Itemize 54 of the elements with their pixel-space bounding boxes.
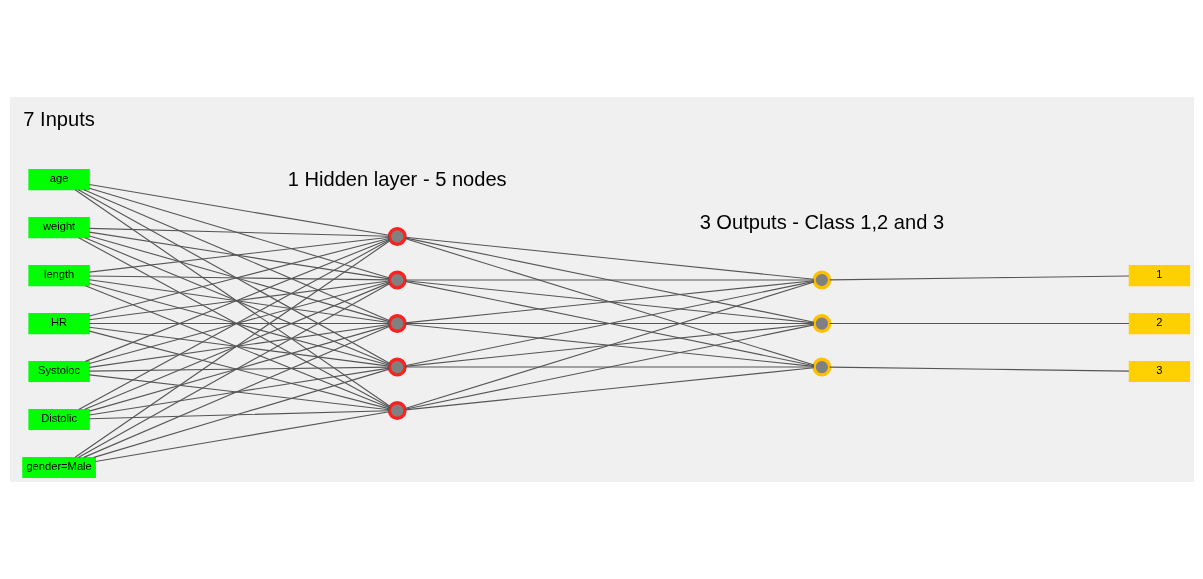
connector [77, 189, 390, 365]
connector [404, 323, 814, 325]
node-circle [387, 401, 407, 421]
connector [77, 282, 390, 458]
connector [828, 275, 1129, 281]
connector [74, 189, 391, 408]
connector [88, 410, 390, 420]
node-box: 3 [1128, 360, 1190, 383]
connector [828, 323, 1129, 325]
connector [403, 238, 815, 366]
node-circle [387, 357, 407, 377]
node-box: age [27, 169, 90, 191]
node-box: 1 [1128, 264, 1190, 287]
node-circle [811, 270, 831, 290]
node-box: weight [27, 216, 90, 239]
connector [88, 231, 390, 280]
node-box: 2 [1128, 312, 1190, 335]
connector [88, 367, 390, 416]
connector [94, 411, 390, 463]
connector [403, 324, 815, 410]
connector [88, 323, 390, 325]
connector [92, 368, 390, 458]
connector [828, 366, 1129, 372]
label: 3 Outputs - Class 1,2 and 3 [699, 211, 944, 234]
node-circle [387, 227, 407, 246]
node-circle [387, 270, 407, 290]
node-circle [387, 314, 407, 334]
connector [82, 189, 390, 322]
connector [74, 239, 391, 458]
connector [404, 366, 814, 368]
node-box: gender=Male [21, 456, 96, 479]
connector [403, 281, 815, 410]
connector [82, 325, 390, 458]
node-box: Distolic [27, 408, 90, 431]
connector [404, 280, 814, 324]
node-box: HR [27, 312, 90, 335]
connector [403, 237, 815, 323]
label: 7 Inputs [22, 108, 95, 131]
connector [404, 367, 814, 411]
connector [88, 374, 390, 411]
connector [88, 227, 390, 237]
connector [404, 323, 814, 367]
node-box: Systoloc [27, 360, 90, 383]
connector [404, 236, 814, 280]
connector [88, 183, 390, 236]
node-circle [811, 357, 831, 377]
node-circle [811, 314, 831, 334]
node-box: length [27, 264, 90, 287]
connector [88, 236, 390, 273]
connector [88, 366, 390, 372]
connector [403, 280, 815, 367]
connector [88, 275, 390, 281]
label: 1 Hidden layer - 5 nodes [287, 167, 507, 190]
connector [88, 187, 390, 279]
